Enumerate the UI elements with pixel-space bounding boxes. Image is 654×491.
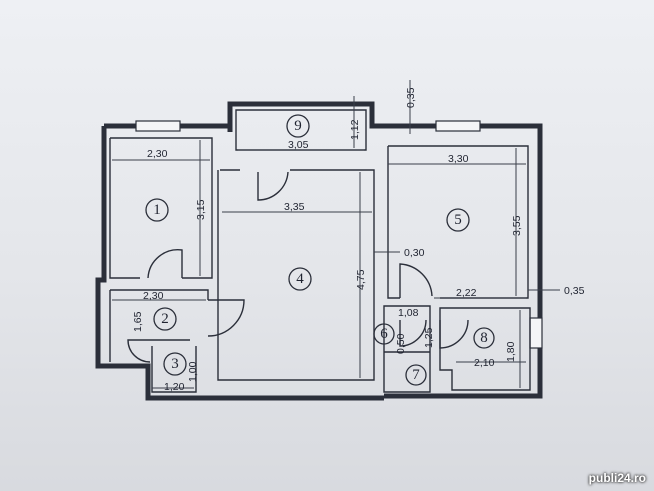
door-room-9 (257, 171, 289, 201)
room-5-marker (446, 208, 470, 232)
room-8-outline (439, 307, 531, 391)
room-5-height-label: 3,55 (511, 215, 523, 236)
door-room-8 (439, 319, 469, 349)
right-gap-label: 0,35 (564, 285, 585, 297)
room-1-width-label: 2,30 (147, 148, 168, 160)
room-8-width-label: 2,10 (474, 357, 495, 369)
room-2-width-label: 2,30 (143, 290, 164, 302)
door-room-2 (127, 339, 151, 363)
room-4-height-label: 4,75 (355, 269, 367, 290)
room-6-number: 6 (380, 326, 388, 342)
room-1-marker (145, 198, 169, 222)
room-9-height-label: 1,12 (349, 119, 361, 140)
window-room-5 (435, 120, 481, 132)
room-2-outline (109, 289, 209, 362)
window-room-8 (529, 317, 543, 349)
room-8-height-label: 1,80 (505, 341, 517, 362)
room-2-number: 2 (161, 311, 169, 327)
window-room-1 (135, 120, 181, 132)
room-4-outline (217, 169, 375, 381)
room-2-marker (153, 307, 177, 331)
room-1-height-label: 3,15 (195, 199, 207, 220)
room-1-number: 1 (153, 202, 161, 218)
room-3-height-label: 1,00 (187, 361, 199, 382)
room-3-width-label: 1,20 (164, 381, 185, 393)
door-room-4 (207, 299, 245, 337)
top-gap-label: 0,35 (405, 87, 417, 108)
room-4-width-label: 3,35 (284, 201, 305, 213)
room-8-number: 8 (480, 330, 488, 346)
room-4-number: 4 (296, 271, 304, 287)
outer-wall-balcony (227, 101, 543, 399)
room-2-height-label: 1,65 (132, 311, 144, 332)
room-7-height-label: 1,25 (423, 327, 435, 348)
corridor-width-label: 2,22 (456, 287, 477, 299)
door-room-5 (399, 263, 433, 298)
room-6-7-outline (383, 305, 431, 393)
room-5-number: 5 (454, 212, 462, 228)
room-4-marker (288, 267, 312, 291)
room-1-outline (109, 137, 213, 279)
room-9-marker (286, 114, 310, 138)
room-9-number: 9 (294, 118, 302, 134)
room-3-number: 3 (171, 356, 179, 372)
room-7-marker (405, 364, 427, 386)
watermark: publi24.ro (588, 471, 646, 485)
room-3-outline (151, 346, 197, 393)
room-9-outline (235, 109, 367, 151)
door-room-6 (399, 319, 427, 347)
room-7-number: 7 (412, 367, 420, 383)
room-5-width-label: 3,30 (448, 153, 469, 165)
wall-gap-label: 0,30 (404, 247, 425, 259)
room-6-marker (373, 323, 395, 345)
door-room-1 (147, 249, 183, 279)
room-6-height-label: 0,50 (395, 333, 407, 354)
room-3-marker (163, 352, 187, 376)
room-8-marker (473, 327, 495, 349)
room-6-width-label: 1,08 (398, 307, 419, 319)
room-9-width-label: 3,05 (288, 139, 309, 151)
